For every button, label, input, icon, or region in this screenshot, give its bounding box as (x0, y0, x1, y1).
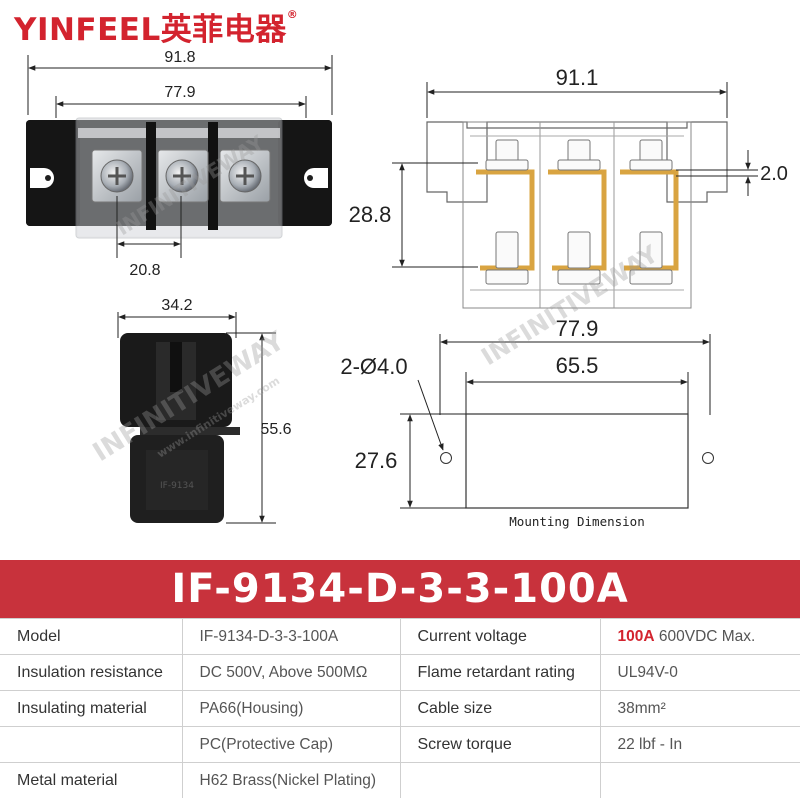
table-row: Metal material H62 Brass(Nickel Plating) (0, 762, 800, 798)
table-row: PC(Protective Cap) Screw torque 22 lbf -… (0, 726, 800, 763)
mount-dim-height: 27.6 (355, 448, 398, 473)
terminal-1 (91, 149, 143, 203)
mount-hole-right (702, 452, 714, 464)
terminal-2 (157, 149, 209, 203)
side-view: 34.2 IF-9134 55.6 (117, 297, 292, 524)
table-row: Insulating material PA66(Housing) Cable … (0, 690, 800, 727)
table-row: Insulation resistance DC 500V, Above 500… (0, 654, 800, 691)
spec-label: Flame retardant rating (400, 654, 601, 691)
spec-label: Metal material (0, 762, 183, 798)
front-dim-total: 91.8 (164, 49, 195, 66)
side-body-text: IF-9134 (160, 481, 194, 491)
model-banner: IF-9134-D-3-3-100A (0, 560, 800, 618)
banner-title: IF-9134-D-3-3-100A (171, 566, 629, 612)
spec-value-highlight: 100A (617, 627, 655, 645)
mount-holes-label: 2-Ø4.0 (340, 354, 407, 379)
spec-label: Cable size (400, 690, 601, 727)
spec-value-text: 38mm² (617, 699, 666, 717)
spec-label: Insulating material (0, 690, 183, 727)
spec-value: 100A 600VDC Max. (600, 618, 800, 655)
technical-drawings: 91.8 77.9 (26, 49, 788, 529)
front-dim-pitch: 20.8 (129, 262, 160, 279)
mounting-view: 77.9 65.5 2-Ø4.0 27.6 Mounting Dimension (340, 316, 714, 529)
spec-value: H62 Brass(Nickel Plating) (182, 762, 401, 798)
spec-value: PA66(Housing) (182, 690, 401, 727)
spec-value: PC(Protective Cap) (182, 726, 401, 763)
section-dim-gap: 2.0 (760, 163, 788, 185)
spec-value-text: UL94V-0 (617, 663, 678, 681)
spec-label (0, 726, 183, 763)
mount-caption: Mounting Dimension (509, 514, 644, 529)
terminal-3 (219, 149, 271, 203)
spec-value: 38mm² (600, 690, 800, 727)
spec-value: UL94V-0 (600, 654, 800, 691)
front-dim-inner: 77.9 (164, 84, 195, 101)
registered-mark: ® (286, 8, 299, 21)
spec-value: 22 lbf - In (600, 726, 800, 763)
side-dim-width: 34.2 (161, 297, 192, 314)
spec-value: IF-9134-D-3-3-100A (182, 618, 401, 655)
section-view: 91.1 28.8 (349, 65, 788, 309)
spec-value-text: 22 lbf - In (617, 735, 683, 753)
section-dim-length: 91.1 (556, 65, 599, 90)
spec-label (400, 762, 601, 798)
spec-value: DC 500V, Above 500MΩ (182, 654, 401, 691)
spec-label: Current voltage (400, 618, 601, 655)
front-view: 91.8 77.9 (26, 49, 333, 279)
brand-logo: YINFEEL英菲电器® (14, 4, 298, 48)
mount-hole-left (440, 452, 452, 464)
spec-label: Model (0, 618, 183, 655)
side-dim-height: 55.6 (260, 421, 291, 438)
table-row: Model IF-9134-D-3-3-100A Current voltage… (0, 618, 800, 655)
section-dim-height: 28.8 (349, 202, 392, 227)
spec-label: Screw torque (400, 726, 601, 763)
brand-name: YINFEEL英菲电器 (14, 12, 287, 48)
spec-value-text: 600VDC Max. (654, 627, 756, 645)
mount-dim-total: 77.9 (556, 316, 599, 341)
spec-value (600, 762, 800, 798)
spec-label: Insulation resistance (0, 654, 183, 691)
mount-outline (465, 413, 689, 509)
mount-dim-inner: 65.5 (556, 353, 599, 378)
spec-table: Model IF-9134-D-3-3-100A Current voltage… (0, 618, 800, 798)
